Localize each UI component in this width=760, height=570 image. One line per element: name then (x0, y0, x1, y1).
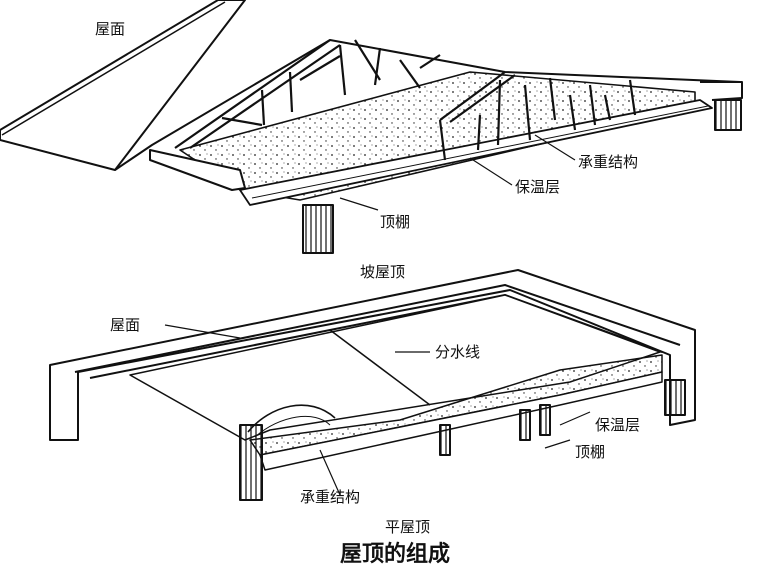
pitched-roof-drawing (0, 0, 743, 254)
pitched-label-roof-surface: 屋面 (95, 20, 126, 38)
flat-ridge-line (329, 329, 431, 406)
flat-roof-drawing (49, 269, 696, 501)
flat-label-insulation: 保温层 (595, 416, 641, 434)
flat-roof-caption: 平屋顶 (385, 518, 431, 536)
pitched-label-ceiling: 顶棚 (380, 213, 411, 231)
pitched-label-insulation: 保温层 (515, 178, 561, 196)
flat-label-ridge-line: 分水线 (435, 343, 481, 361)
pitched-roof-surface (0, 0, 246, 171)
pitched-truss-members (174, 39, 637, 161)
pitched-wall-posts (302, 99, 742, 254)
figure-title: 屋顶的组成 (340, 542, 451, 567)
flat-label-ceiling: 顶棚 (575, 443, 606, 461)
flat-roof-parapet (49, 269, 696, 441)
flat-ceiling-layer (259, 371, 663, 471)
flat-label-structure: 承重结构 (300, 488, 361, 506)
flat-structure-posts (239, 379, 686, 501)
flat-label-roof-surface: 屋面 (110, 316, 141, 334)
pitched-roof-caption: 坡屋顶 (360, 263, 406, 281)
pitched-label-structure: 承重结构 (578, 153, 639, 171)
